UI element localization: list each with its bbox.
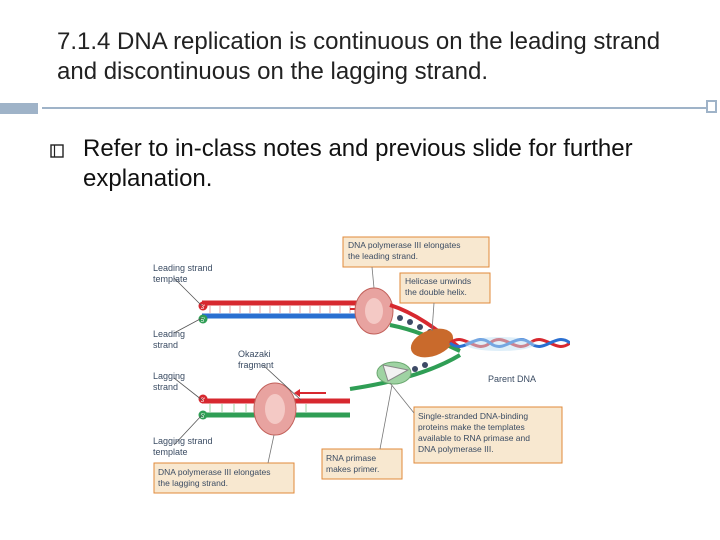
bullet-icon — [50, 144, 64, 158]
svg-text:3': 3' — [201, 398, 205, 404]
svg-text:5': 5' — [201, 414, 205, 420]
callout-helicase — [399, 272, 491, 304]
bullet-text: Refer to in-class notes and previous sli… — [83, 135, 633, 192]
callout-pol3-lagging — [153, 462, 295, 494]
slide-title: 7.1.4 DNA replication is continuous on t… — [57, 28, 661, 85]
parent-dna-label: Parent DNA — [488, 374, 536, 384]
callout-ssb — [413, 406, 563, 464]
title-rule-accent — [0, 103, 38, 114]
callout-primase — [321, 448, 403, 480]
svg-text:3': 3' — [201, 305, 205, 311]
callout-pol3-leading — [342, 236, 490, 268]
helicase — [410, 328, 454, 358]
svg-text:5': 5' — [201, 318, 205, 324]
title-rule-end — [706, 100, 717, 113]
title-rule — [42, 107, 706, 109]
